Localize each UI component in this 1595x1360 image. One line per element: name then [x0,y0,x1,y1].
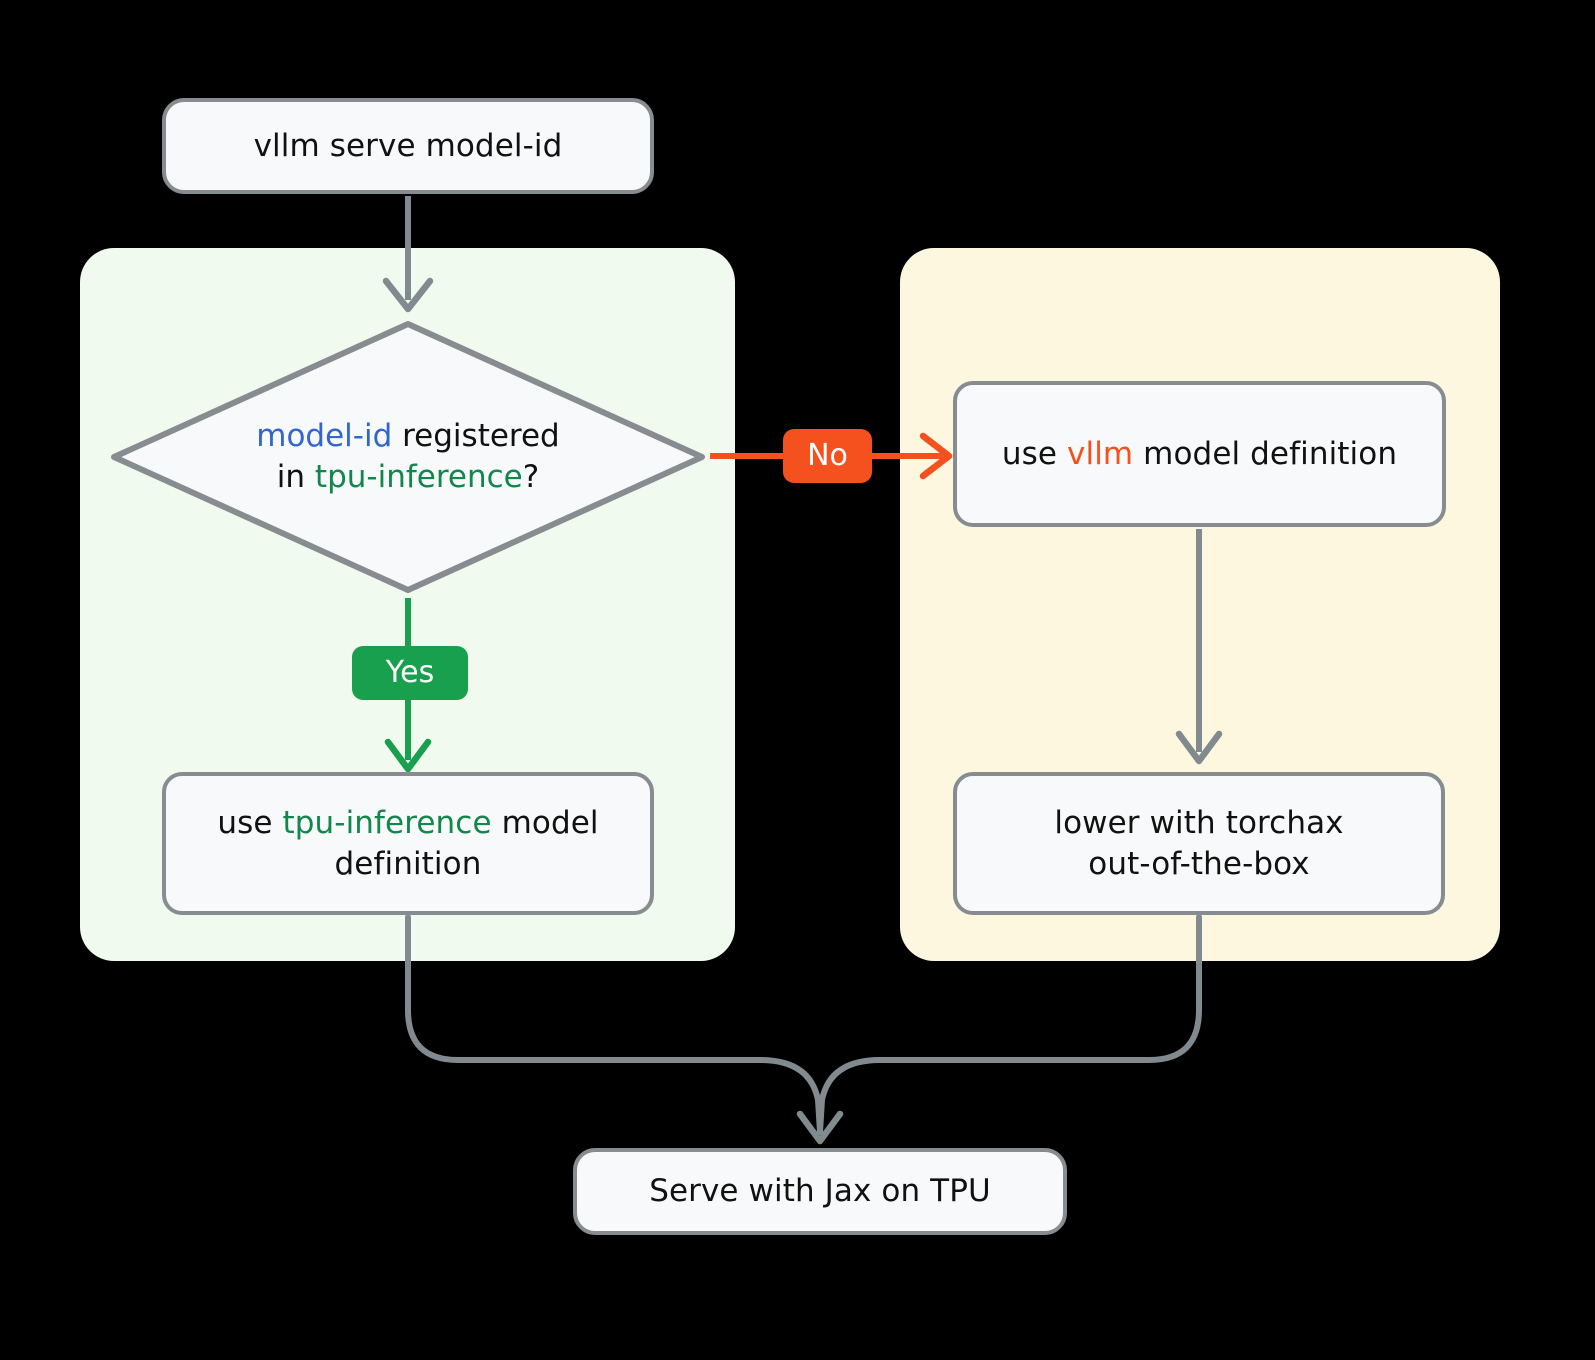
node-serve[interactable]: Serve with Jax on TPU [573,1148,1067,1235]
node-torchax-line2: out-of-the-box [1088,845,1310,882]
token-question-mark: ? [522,459,540,495]
edge-label-no-text: No [807,438,848,473]
diamond-shape [111,321,705,593]
token-model-definition: model definition [1133,435,1398,472]
token-tpu-inference: tpu-inference [314,459,523,495]
edge-label-yes-text: Yes [385,655,435,690]
node-tpu-definition[interactable]: use tpu-inference model definition [162,772,654,915]
edge-label-yes: Yes [352,646,468,700]
node-start[interactable]: vllm serve model-id [162,98,654,194]
node-decision-line1: model-id registered [256,416,560,457]
node-serve-label: Serve with Jax on TPU [649,1173,991,1210]
node-vllm-definition-label: use vllm model definition [1002,434,1397,475]
node-decision-line2: in tpu-inference? [256,457,560,498]
token-model-definition: model definition [334,804,599,882]
node-tpu-definition-label: use tpu-inference model definition [184,803,632,885]
node-decision[interactable]: model-id registered in tpu-inference? [108,318,708,596]
token-tpu-inference: tpu-inference [282,804,492,841]
node-torchax-label: lower with torchax out-of-the-box [1054,803,1343,885]
token-model-id: model-id [256,417,393,454]
edge-label-no: No [783,429,872,483]
token-use: use [1001,435,1068,472]
token-use: use [217,804,283,841]
node-torchax[interactable]: lower with torchax out-of-the-box [953,772,1445,915]
node-torchax-line1: lower with torchax [1054,804,1344,841]
node-start-label: vllm serve model-id [253,127,563,164]
token-registered: registered [392,417,560,454]
node-decision-label: model-id registered in tpu-inference? [108,318,708,596]
token-vllm: vllm [1067,435,1134,472]
node-vllm-definition[interactable]: use vllm model definition [953,381,1446,527]
token-in: in [276,459,315,495]
